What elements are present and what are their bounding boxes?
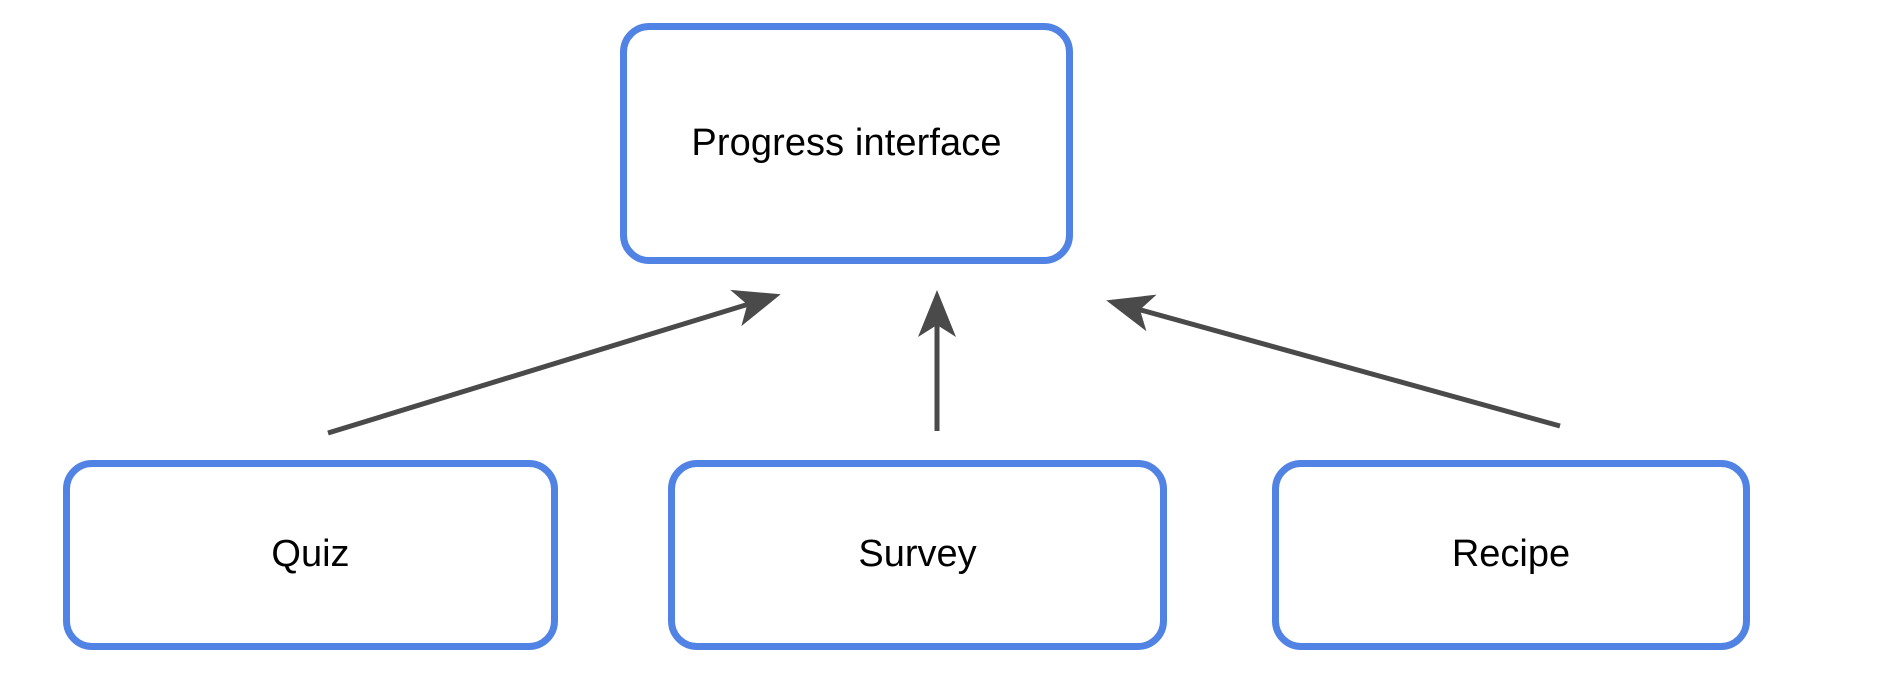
edge-quiz-to-root — [327, 289, 781, 436]
node-progress-interface[interactable]: Progress interface — [620, 23, 1073, 264]
node-label-recipe: Recipe — [1451, 533, 1571, 576]
edge-recipe-to-root — [1106, 294, 1561, 429]
node-label-quiz: Quiz — [271, 533, 350, 576]
node-label-progress-interface: Progress interface — [691, 121, 1002, 164]
node-survey[interactable]: Survey — [668, 460, 1167, 650]
node-quiz[interactable]: Quiz — [63, 460, 558, 650]
node-recipe[interactable]: Recipe — [1272, 460, 1750, 650]
node-label-survey: Survey — [858, 533, 977, 576]
